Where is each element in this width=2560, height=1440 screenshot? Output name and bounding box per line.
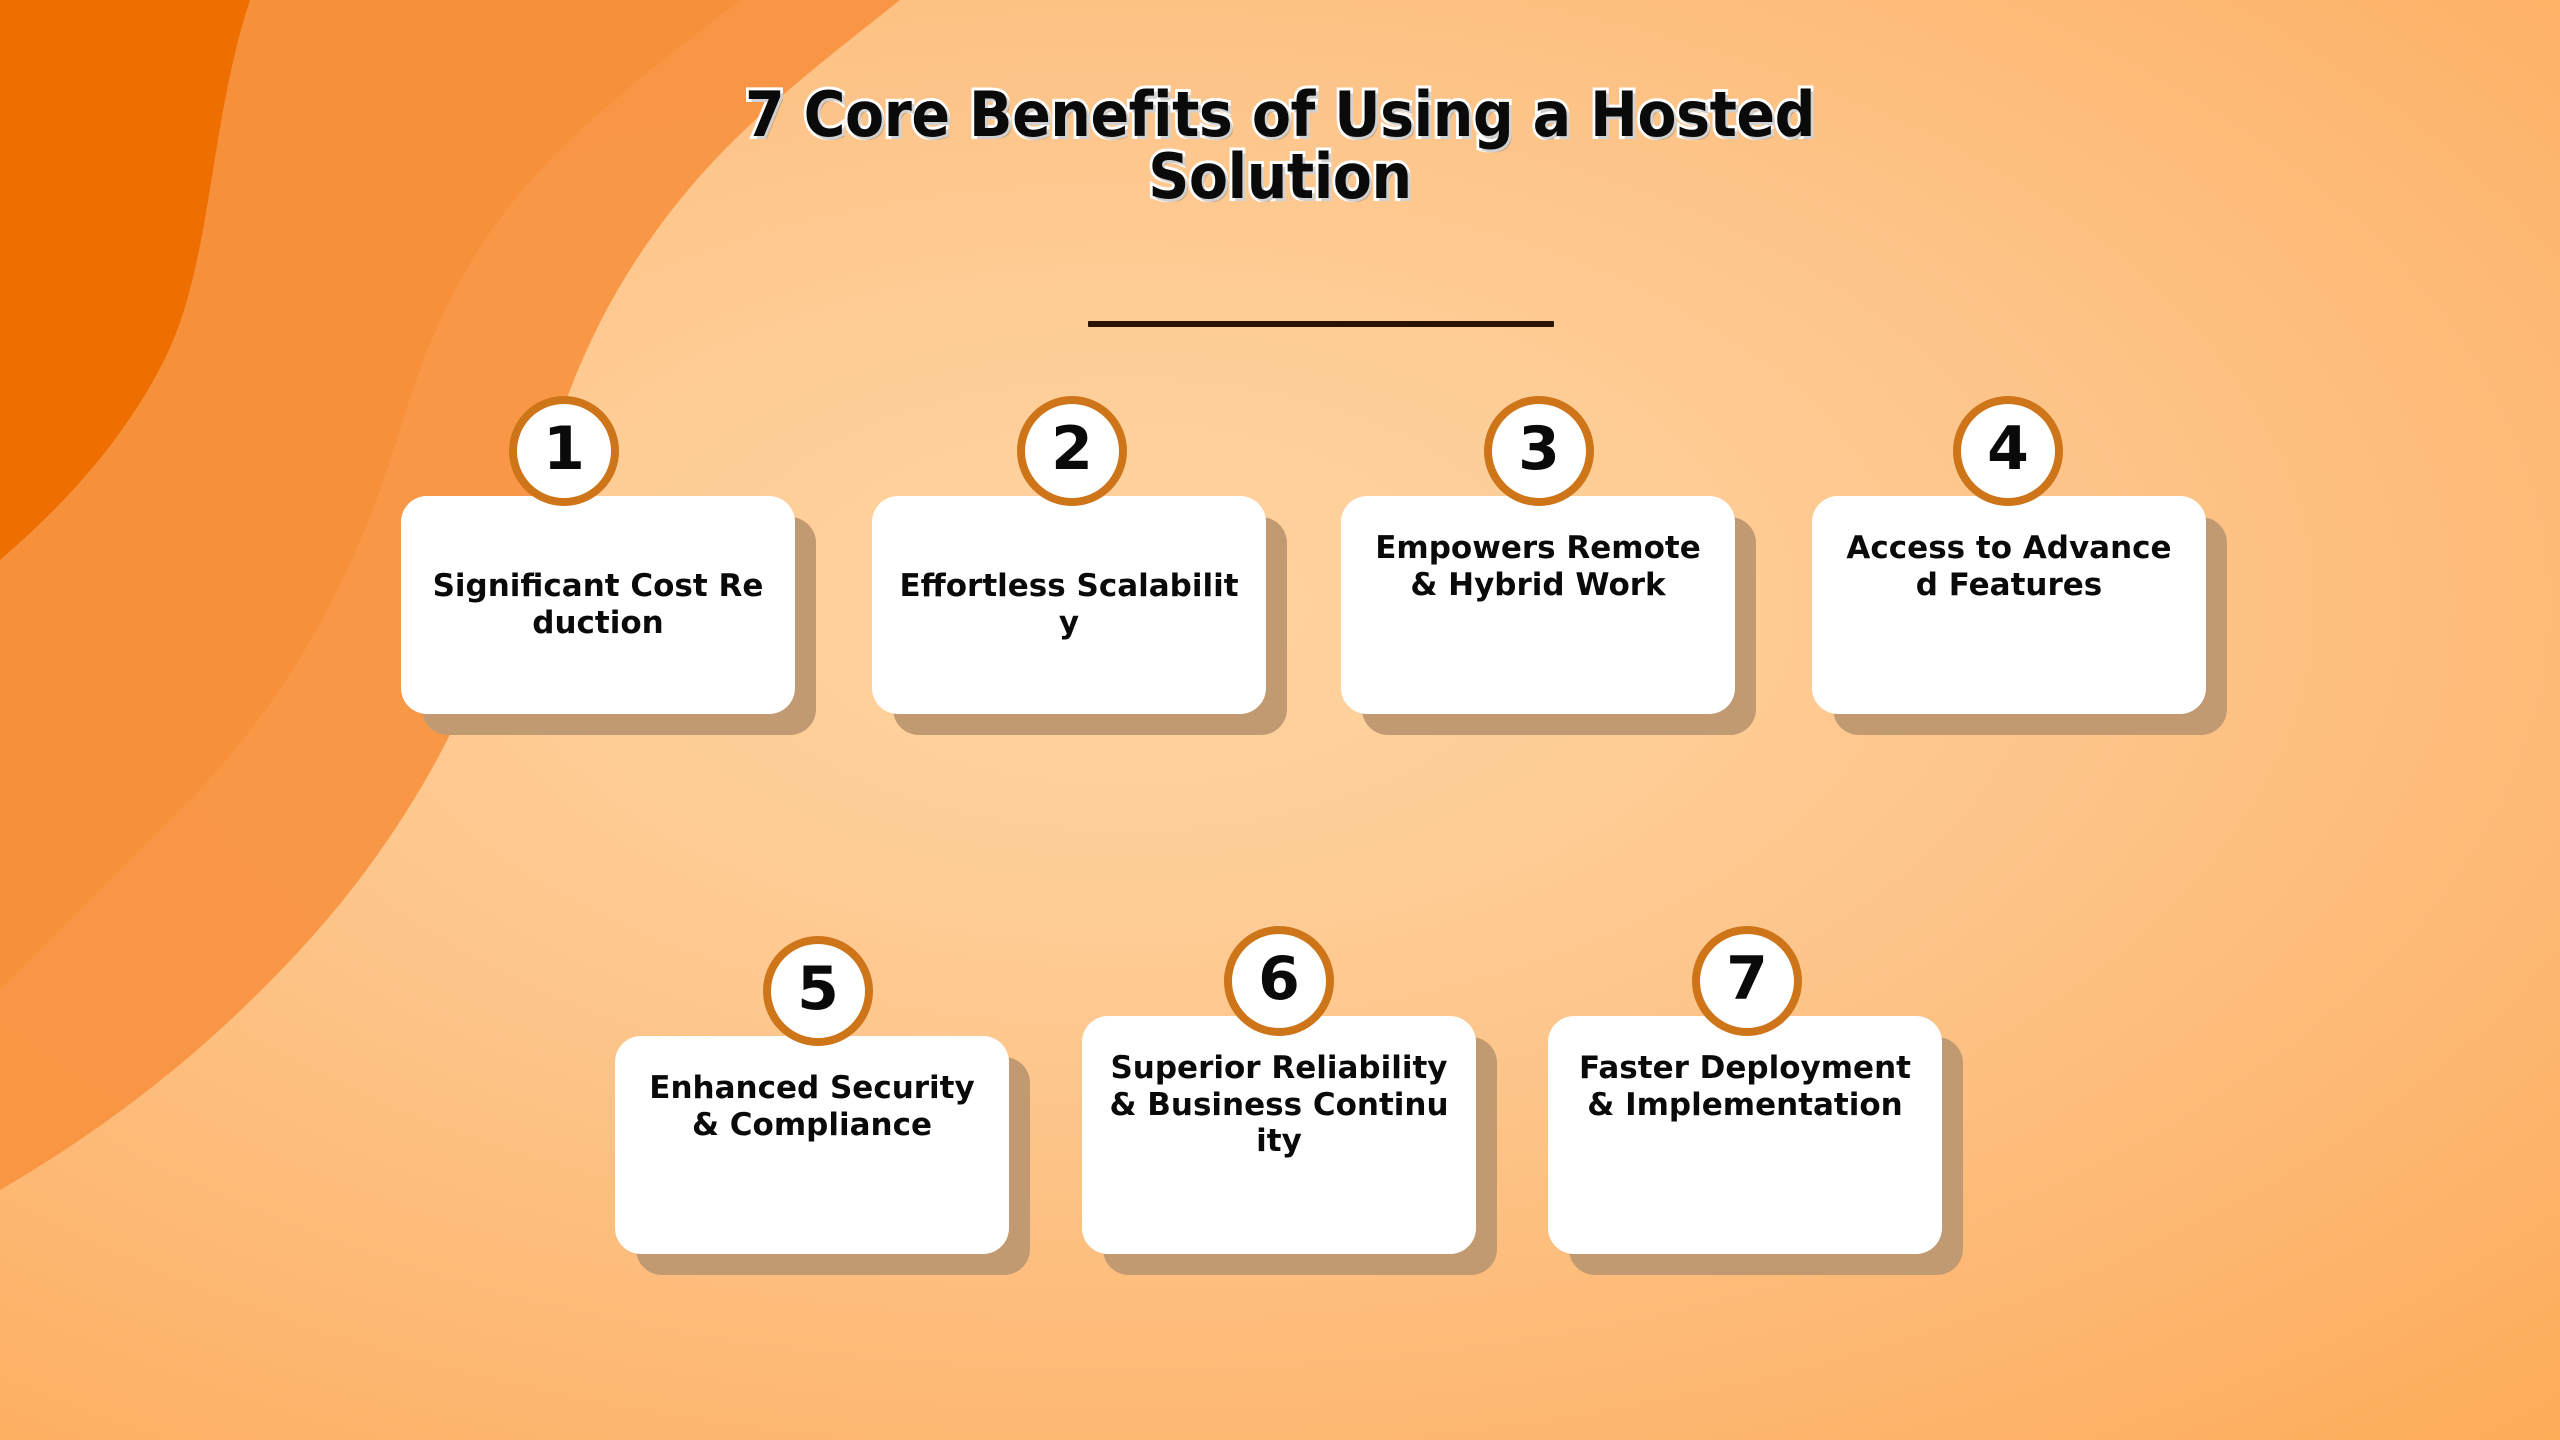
benefit-card-5-label: Enhanced Security & Compliance bbox=[649, 1070, 975, 1143]
benefit-badge-2-number: 2 bbox=[1051, 414, 1093, 484]
benefit-badge-3: 3 bbox=[1484, 396, 1594, 506]
benefit-badge-5: 5 bbox=[763, 936, 873, 1046]
page-title-line-2: Solution bbox=[1146, 140, 1415, 213]
benefit-card-4-body: Access to Advanced Features bbox=[1838, 496, 2180, 714]
benefit-badge-7: 7 bbox=[1692, 926, 1802, 1036]
benefit-card-2-label: Effortless Scalability bbox=[899, 568, 1239, 641]
benefit-card-2-body: Effortless Scalability bbox=[898, 496, 1240, 714]
benefit-badge-4: 4 bbox=[1953, 396, 2063, 506]
title-block: 7 Core Benefits of Using a Hosted Soluti… bbox=[0, 81, 2560, 211]
benefit-card-3-label: Empowers Remote & Hybrid Work bbox=[1375, 530, 1701, 603]
benefit-card-1[interactable]: Significant Cost Reduction bbox=[401, 496, 795, 714]
benefit-badge-3-number: 3 bbox=[1518, 414, 1560, 484]
benefit-card-7-body: Faster Deployment & Implementation bbox=[1574, 1016, 1916, 1254]
benefit-badge-6-number: 6 bbox=[1258, 944, 1300, 1014]
benefit-badge-1-number: 1 bbox=[543, 414, 585, 484]
benefit-card-1-label: Significant Cost Reduction bbox=[432, 568, 764, 641]
benefit-badge-1: 1 bbox=[509, 396, 619, 506]
benefit-badge-5-number: 5 bbox=[797, 954, 839, 1024]
benefit-card-2[interactable]: Effortless Scalability bbox=[872, 496, 1266, 714]
benefit-card-7[interactable]: Faster Deployment & Implementation bbox=[1548, 1016, 1942, 1254]
benefit-card-5-body: Enhanced Security & Compliance bbox=[641, 1036, 983, 1254]
benefit-card-3[interactable]: Empowers Remote & Hybrid Work bbox=[1341, 496, 1735, 714]
benefit-card-3-body: Empowers Remote & Hybrid Work bbox=[1367, 496, 1709, 714]
benefit-card-5[interactable]: Enhanced Security & Compliance bbox=[615, 1036, 1009, 1254]
benefit-badge-7-number: 7 bbox=[1726, 944, 1768, 1014]
benefit-badge-6: 6 bbox=[1224, 926, 1334, 1036]
benefit-card-7-label: Faster Deployment & Implementation bbox=[1579, 1050, 1911, 1123]
page-title: 7 Core Benefits of Using a Hosted Soluti… bbox=[654, 81, 1905, 211]
benefit-card-6-label: Superior Reliability & Business Continui… bbox=[1109, 1050, 1449, 1160]
benefit-badge-4-number: 4 bbox=[1987, 414, 2029, 484]
benefit-card-1-body: Significant Cost Reduction bbox=[427, 496, 769, 714]
title-divider bbox=[1088, 321, 1554, 327]
benefit-card-4-label: Access to Advanced Features bbox=[1846, 530, 2172, 603]
benefit-card-4[interactable]: Access to Advanced Features bbox=[1812, 496, 2206, 714]
benefit-card-6-body: Superior Reliability & Business Continui… bbox=[1108, 1016, 1450, 1254]
benefit-card-6[interactable]: Superior Reliability & Business Continui… bbox=[1082, 1016, 1476, 1254]
benefit-badge-2: 2 bbox=[1017, 396, 1127, 506]
page-title-line-1: 7 Core Benefits of Using a Hosted bbox=[742, 78, 1818, 151]
